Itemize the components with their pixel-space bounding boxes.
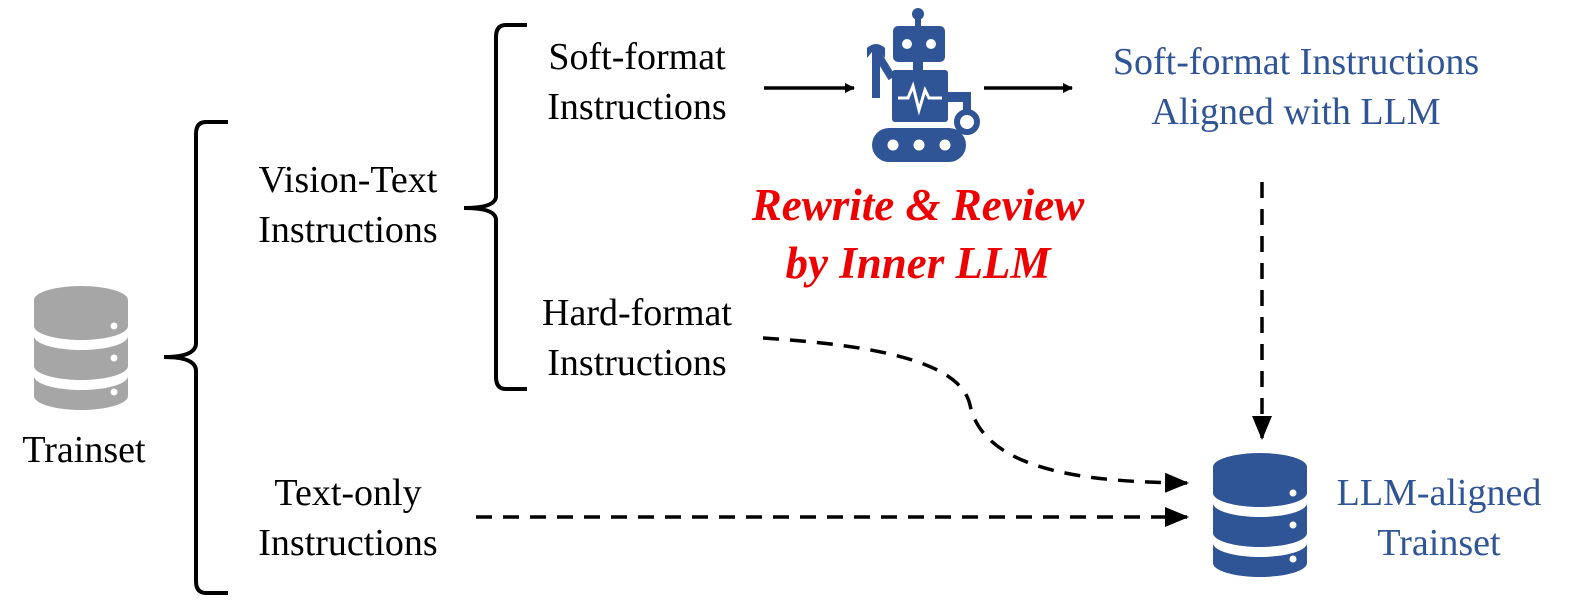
vision-text-label: Vision-Text Instructions [230,155,466,255]
text-only-label: Text-only Instructions [230,468,466,568]
soft-aligned-line-2: Aligned with LLM [1151,91,1441,133]
main-brace [163,120,228,595]
database-icon [34,286,128,410]
vision-text-line-1: Vision-Text [258,159,438,201]
soft-aligned-line-1: Soft-format Instructions [1112,41,1480,83]
vision-text-line-2: Instructions [258,209,438,251]
soft-format-line-1: Soft-format [548,36,726,78]
trainset-label: Trainset [22,429,146,471]
soft-format-line-2: Instructions [547,86,727,128]
vision-text-brace [463,23,527,391]
arrow-hard-to-trainset [762,336,1189,493]
hard-format-label: Hard-format Instructions [516,288,758,388]
process-line-2: by Inner LLM [785,238,1051,288]
llm-trainset-line-2: Trainset [1377,522,1501,564]
soft-format-label: Soft-format Instructions [518,32,756,132]
llm-trainset-label: LLM-aligned Trainset [1308,468,1570,568]
llm-trainset-line-1: LLM-aligned [1336,472,1542,514]
process-label: Rewrite & Review by Inner LLM [698,176,1138,292]
soft-aligned-label: Soft-format Instructions Aligned with LL… [1066,37,1526,137]
database-icon [1213,453,1307,577]
hard-format-line-2: Instructions [547,342,727,384]
robot-icon [867,8,980,162]
text-only-line-1: Text-only [274,472,422,514]
text-only-line-2: Instructions [258,522,438,564]
process-line-1: Rewrite & Review [751,180,1085,230]
hard-format-line-1: Hard-format [542,292,732,334]
